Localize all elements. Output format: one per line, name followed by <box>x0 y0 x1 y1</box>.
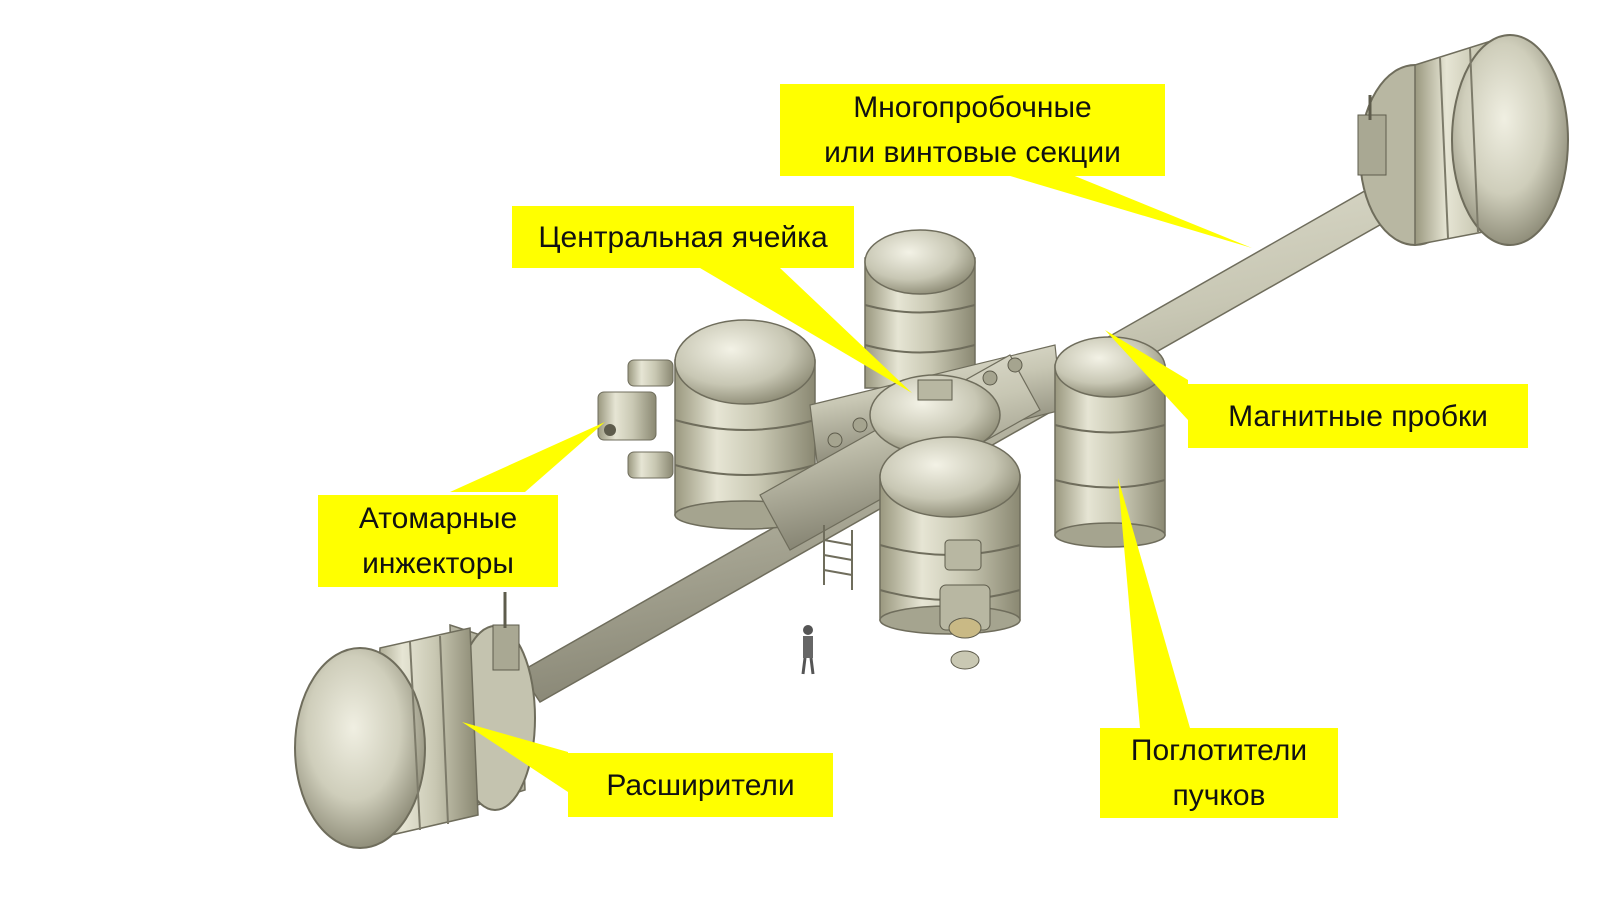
pointer-multimirror <box>990 170 1252 248</box>
expander-left <box>294 592 536 849</box>
label-beam-absorbers: Поглотители пучков <box>1100 728 1338 818</box>
label-multimirror-line1: Многопробочные <box>853 91 1092 124</box>
pointer-magnetic <box>1105 330 1188 420</box>
label-central-cell: Центральная ячейка <box>512 206 854 268</box>
tank-front <box>879 436 1021 670</box>
label-multimirror-sections: Многопробочные или винтовые секции <box>780 84 1165 176</box>
label-injectors-line2: инжекторы <box>362 547 514 580</box>
label-injectors-line1: Атомарные <box>358 502 518 535</box>
label-central-line1: Центральная ячейка <box>538 220 828 254</box>
label-magnetic-mirrors: Магнитные пробки <box>1188 384 1528 448</box>
label-expanders-line1: Расширители <box>606 768 795 802</box>
label-absorbers-line2: пучков <box>1172 779 1266 812</box>
label-absorbers-line1: Поглотители <box>1130 734 1308 767</box>
label-multimirror-line2: или винтовые секции <box>824 136 1121 169</box>
label-atomic-injectors: Атомарные инжекторы <box>318 495 558 587</box>
label-magnetic-line1: Магнитные пробки <box>1228 399 1488 433</box>
pointer-expanders <box>462 722 568 792</box>
pointer-absorbers <box>1118 478 1190 728</box>
callout-pointers <box>450 170 1252 792</box>
ladder <box>823 525 853 590</box>
human-figure <box>801 625 815 675</box>
atomic-injectors <box>597 359 674 479</box>
pointer-injectors <box>450 422 605 492</box>
central-cell <box>869 374 1001 456</box>
expander-right <box>1357 33 1569 246</box>
label-expanders: Расширители <box>568 753 833 817</box>
pointer-central <box>700 268 912 393</box>
